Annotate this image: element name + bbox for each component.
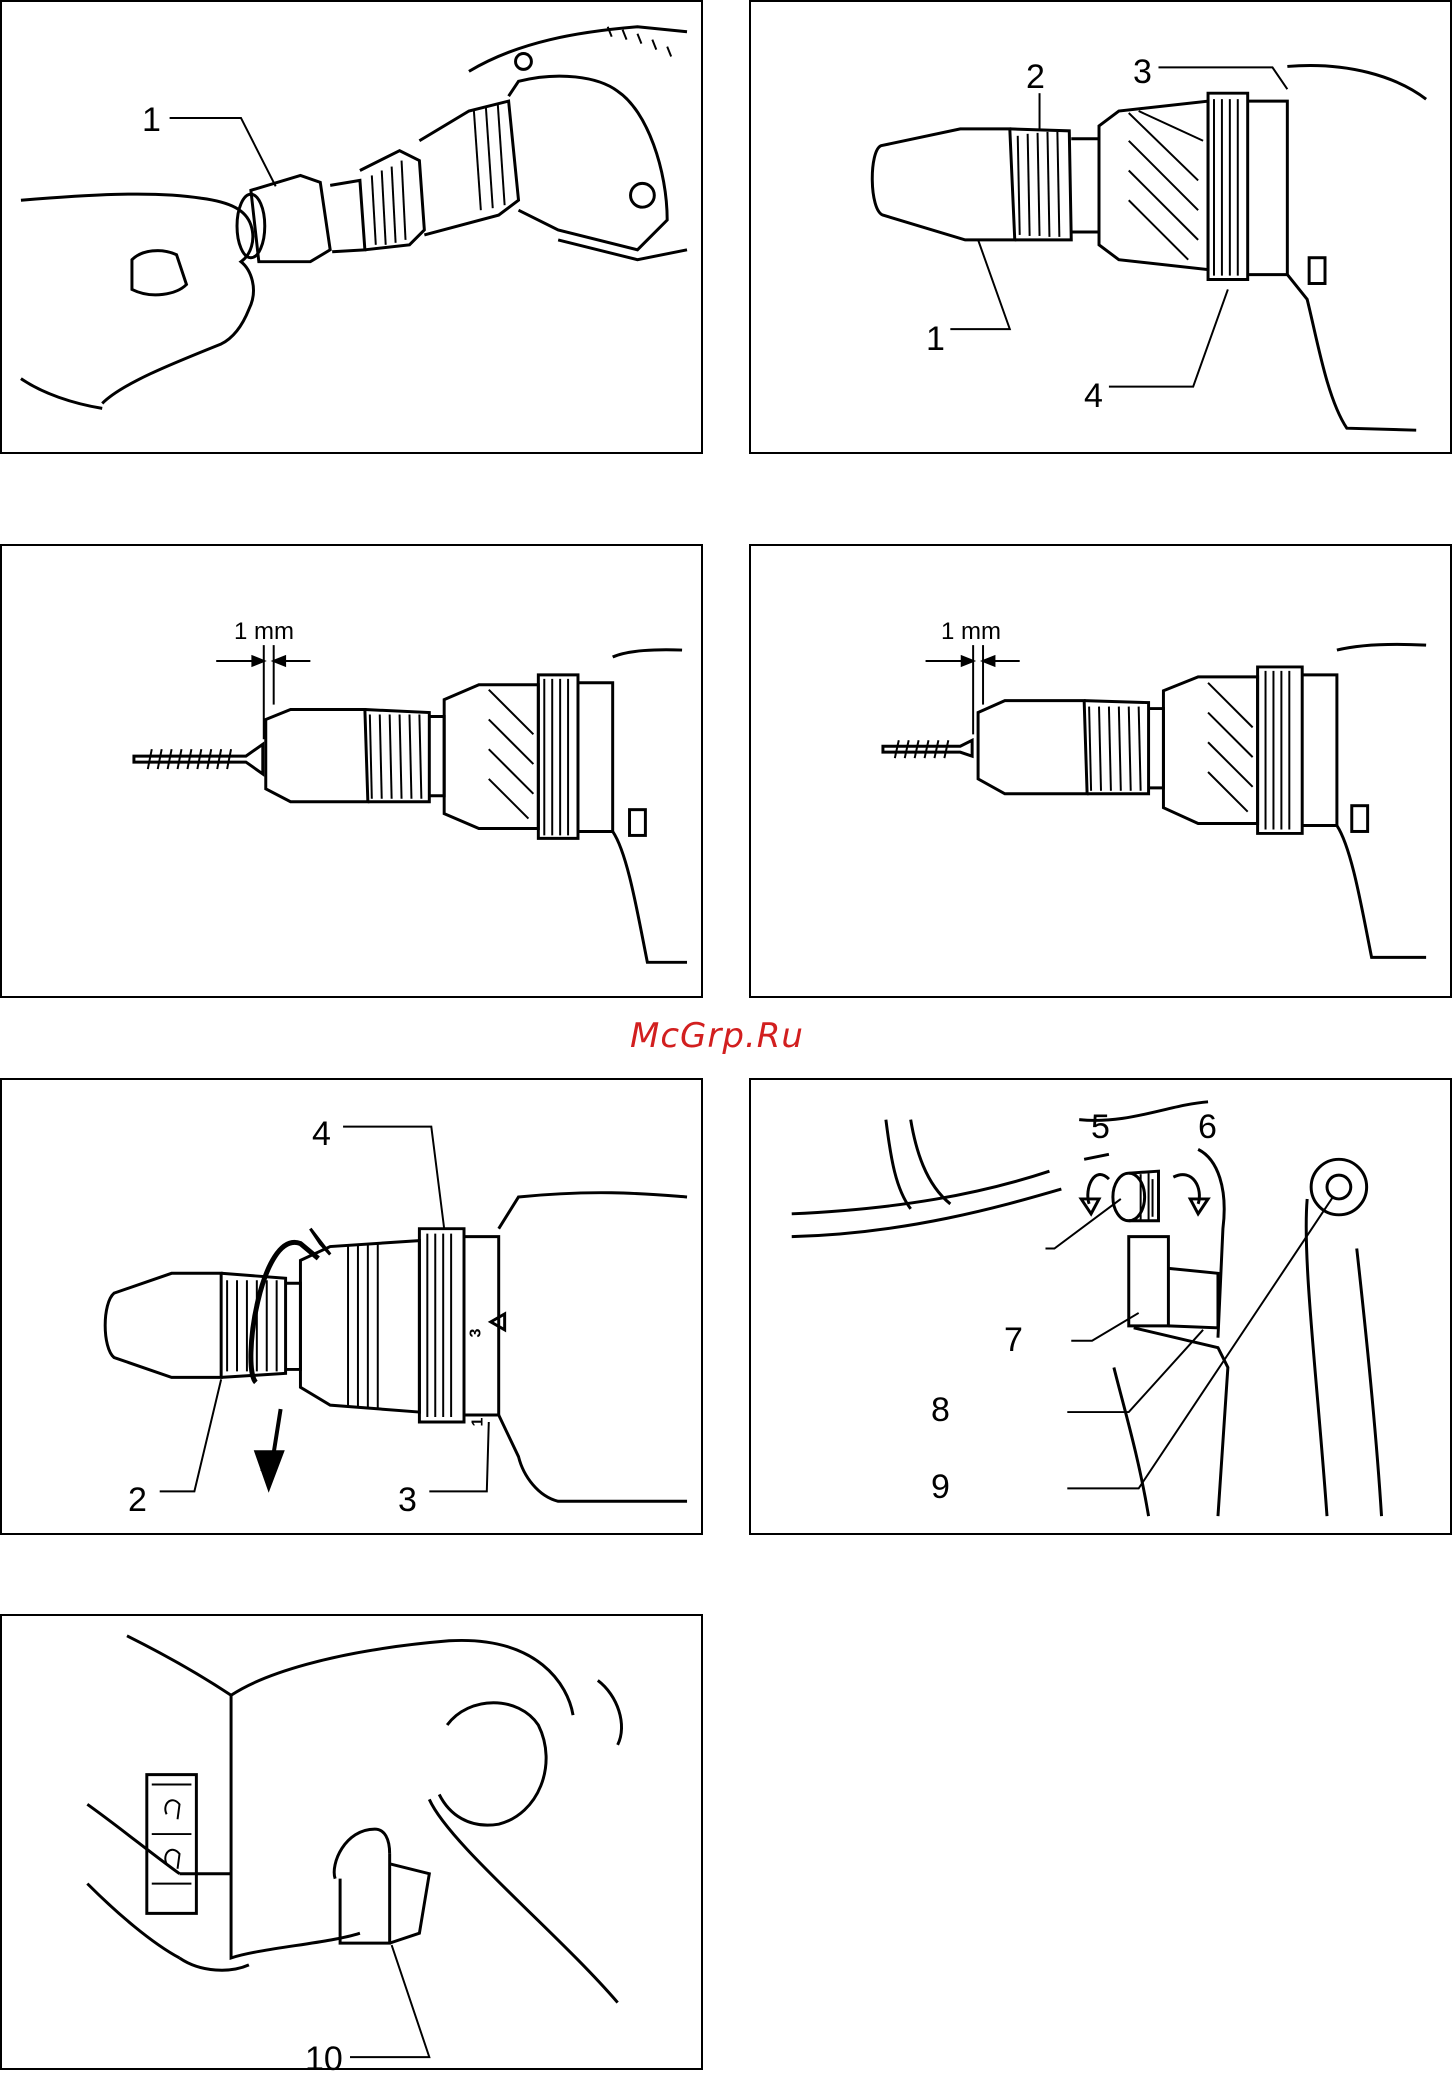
figure-panel-screw-depth-1: 1 mm <box>0 544 703 998</box>
ring-mark-1: 1 <box>469 1418 487 1427</box>
callout-4: 4 <box>1084 379 1103 413</box>
callout-5: 5 <box>1091 1110 1110 1144</box>
figure-panel-reversing-switch: 10 <box>0 1614 703 2070</box>
figure-panel-chuck-removal: 1 <box>0 0 703 454</box>
callout-8: 8 <box>931 1393 950 1427</box>
callout-4: 4 <box>312 1117 331 1151</box>
callout-2: 2 <box>128 1483 147 1517</box>
illustration-screw-countersunk <box>751 546 1450 996</box>
figure-panel-screw-depth-2: 1 mm <box>749 544 1452 998</box>
illustration-reversing-lever <box>2 1616 701 2068</box>
callout-6: 6 <box>1198 1110 1217 1144</box>
figure-panel-chuck-parts: 2 3 1 4 <box>749 0 1452 454</box>
callout-2: 2 <box>1026 60 1045 94</box>
illustration-screw-in-chuck <box>2 546 701 996</box>
figure-panel-switch-detail: 5 6 7 8 9 <box>749 1078 1452 1535</box>
callout-1: 1 <box>142 103 161 137</box>
callout-3: 3 <box>1133 55 1152 89</box>
illustration-hand-removing-chuck <box>2 2 701 452</box>
illustration-torque-adjustment <box>2 1080 701 1533</box>
callout-3: 3 <box>398 1483 417 1517</box>
ring-mark-3: 3 <box>467 1329 485 1338</box>
illustration-trigger-lock <box>751 1080 1450 1533</box>
callout-10: 10 <box>305 2042 343 2076</box>
figure-panel-torque-ring: 3 1 4 2 3 <box>0 1078 703 1535</box>
callout-9: 9 <box>931 1470 950 1504</box>
callout-1: 1 <box>926 322 945 356</box>
callout-7: 7 <box>1004 1323 1023 1357</box>
dimension-label: 1 mm <box>234 620 294 644</box>
watermark-text: McGrp.Ru <box>630 1016 804 1056</box>
dimension-label: 1 mm <box>941 620 1001 644</box>
